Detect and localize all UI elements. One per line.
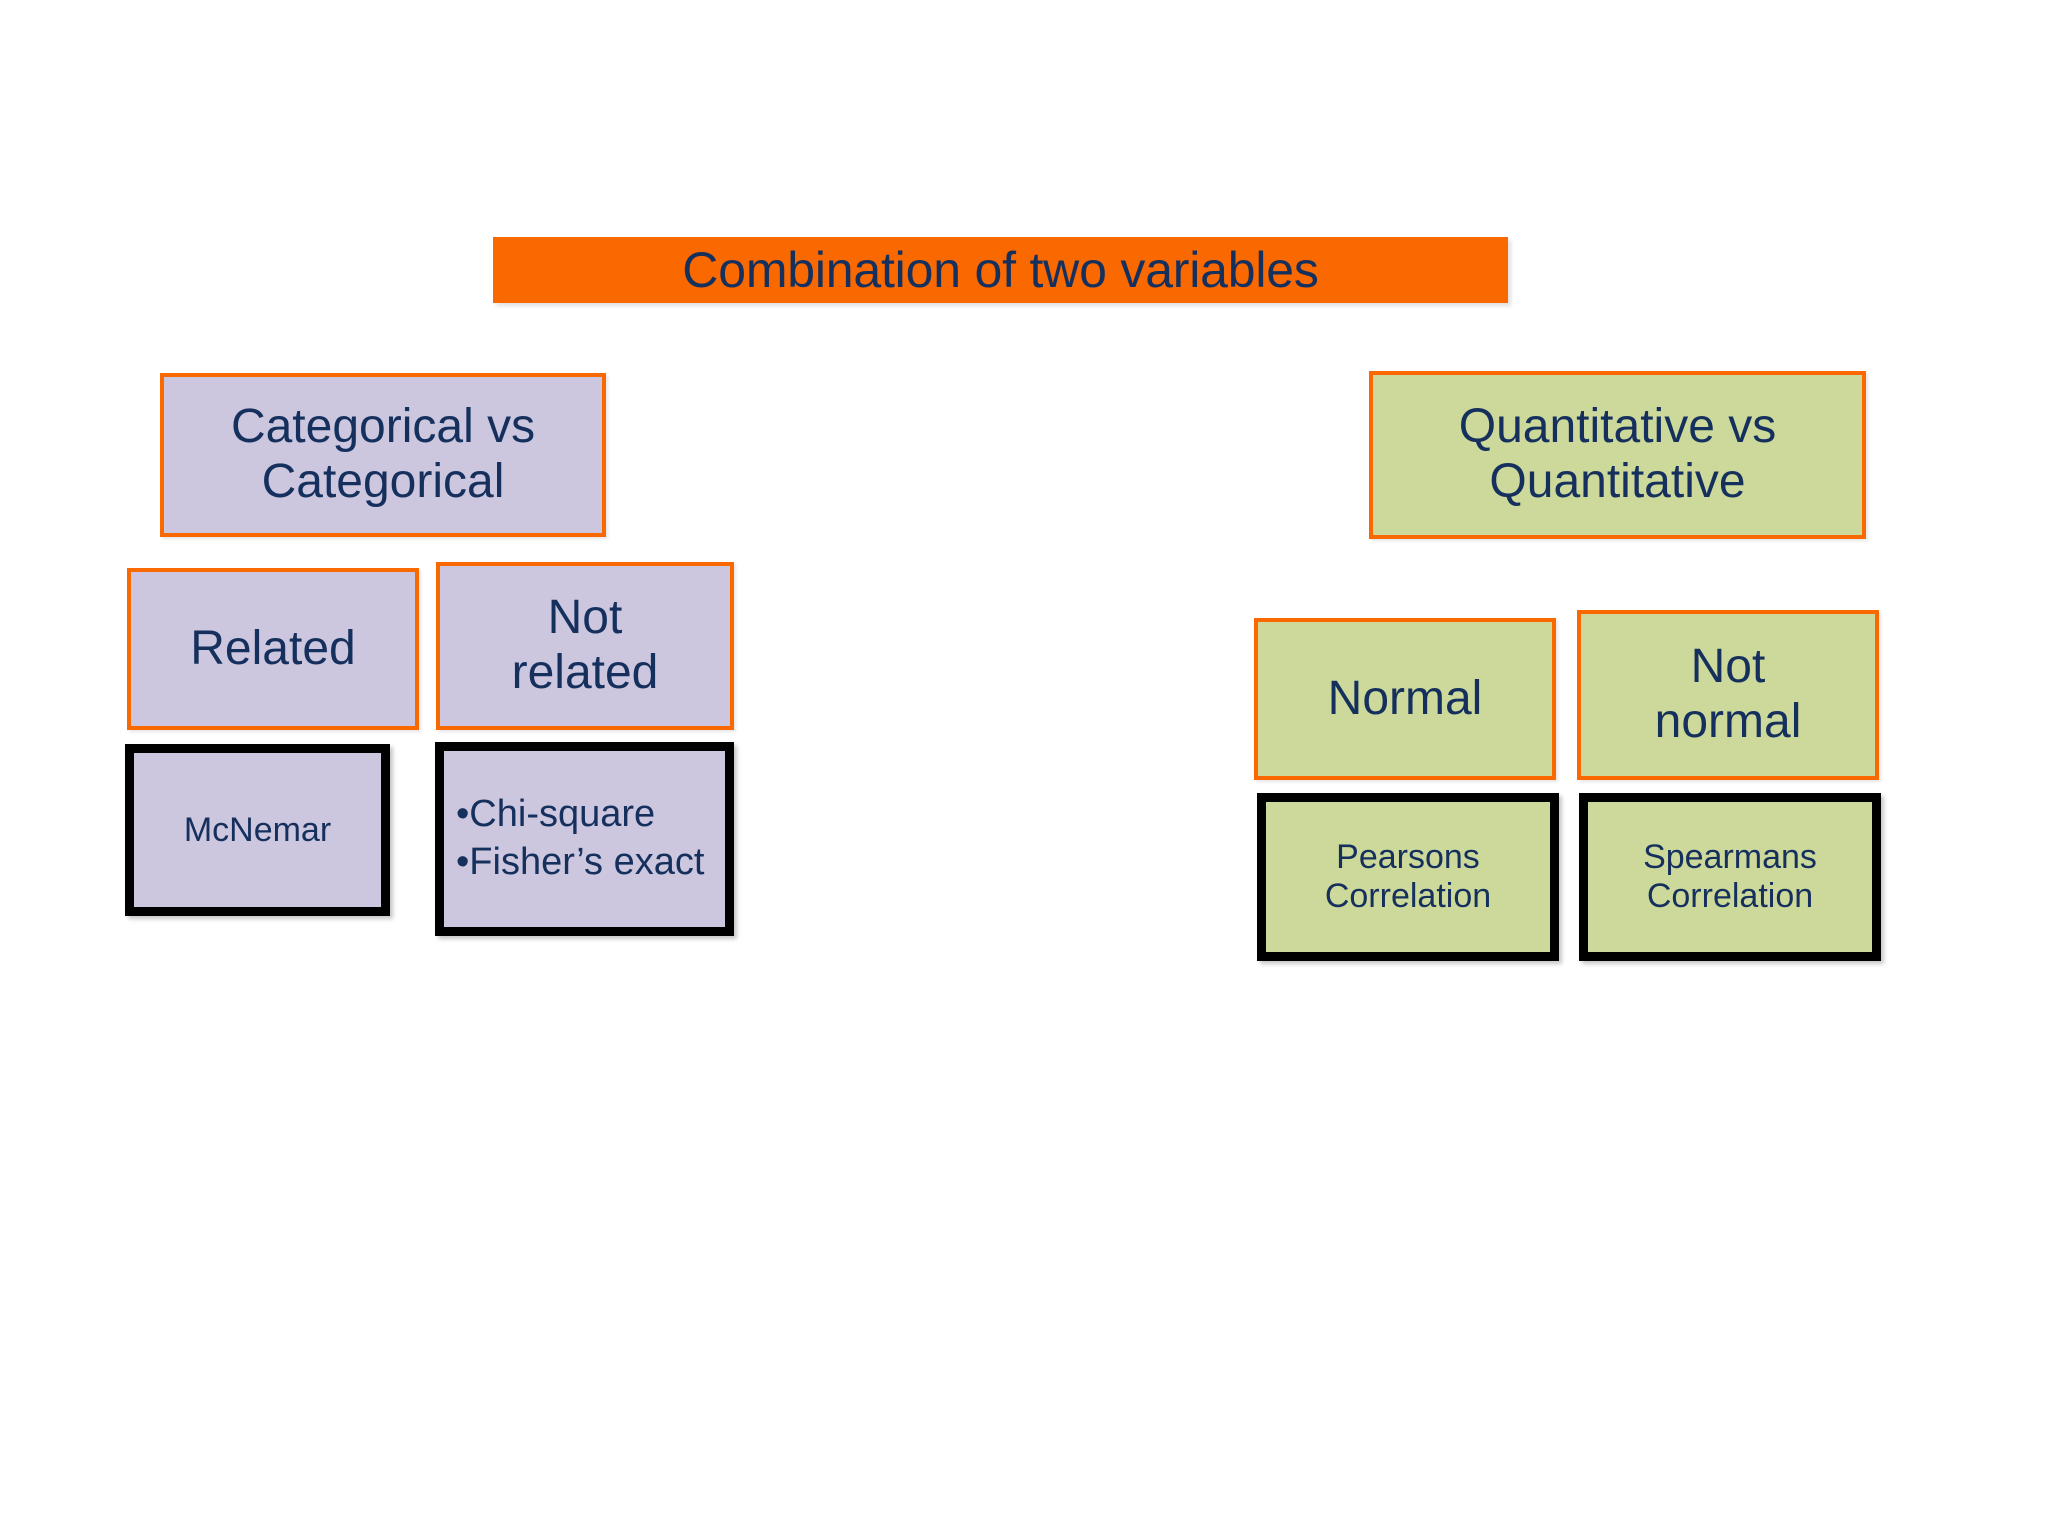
node-categorical-vs-categorical: Categorical vs Categorical	[160, 373, 606, 537]
node-label: Not related	[511, 591, 659, 699]
node-label: Spearmans Correlation	[1643, 838, 1817, 915]
node-label: Not normal	[1654, 640, 1802, 748]
node-label: Pearsons Correlation	[1324, 838, 1492, 915]
node-chisquare-fisher-tests: •Chi-square •Fisher’s exact	[435, 742, 734, 936]
node-mcnemar-test: McNemar	[125, 744, 390, 916]
node-pearsons-correlation: Pearsons Correlation	[1257, 793, 1559, 961]
node-label: Normal	[1327, 671, 1483, 725]
node-normal: Normal	[1254, 618, 1556, 780]
node-related: Related	[127, 568, 419, 730]
node-label: McNemar	[183, 810, 332, 849]
node-spearmans-correlation: Spearmans Correlation	[1579, 793, 1881, 961]
node-not-related: Not related	[436, 562, 734, 730]
node-not-normal: Not normal	[1577, 610, 1879, 780]
node-label: •Chi-square •Fisher’s exact	[456, 793, 705, 883]
node-label: Quantitative vs Quantitative	[1458, 400, 1777, 508]
node-label: Related	[190, 621, 356, 675]
slide-title-banner: Combination of two variables	[493, 237, 1508, 303]
slide-title-text: Combination of two variables	[682, 241, 1319, 298]
node-quantitative-vs-quantitative: Quantitative vs Quantitative	[1369, 371, 1866, 539]
node-label: Categorical vs Categorical	[230, 400, 536, 508]
